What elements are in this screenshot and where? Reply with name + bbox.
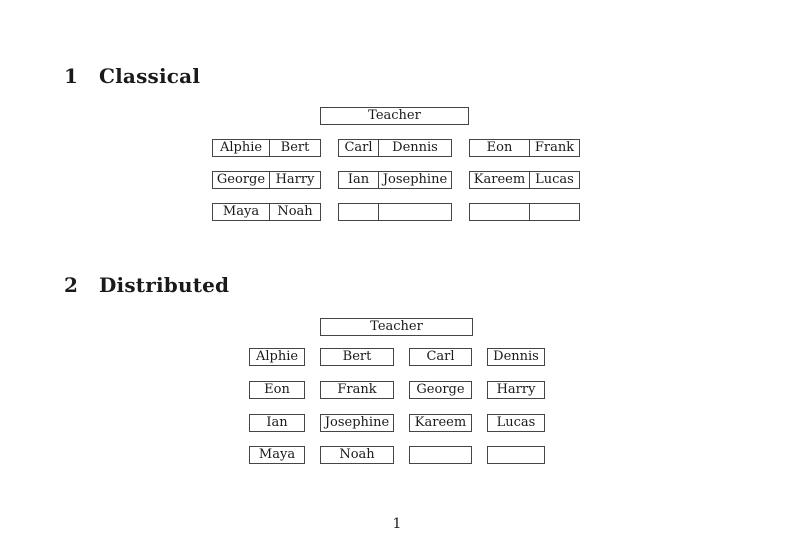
desk: Eon: [249, 381, 305, 399]
section-title: Distributed: [99, 273, 230, 297]
desk-seat: Josephine: [382, 172, 448, 187]
desk-seat: [470, 204, 530, 220]
desk-seat: Ian: [339, 172, 379, 188]
desk: Harry: [487, 381, 545, 399]
desk-seat: Maya: [213, 204, 270, 220]
desk: [487, 446, 545, 464]
desk-seat: Noah: [277, 204, 313, 219]
page-number: 1: [392, 516, 402, 532]
desk: Kareem Lucas: [469, 171, 580, 189]
section-title: Classical: [99, 64, 201, 88]
desk-seat: Alphie: [213, 140, 270, 156]
desk-seat: Carl: [339, 140, 379, 156]
desk: Maya Noah: [212, 203, 321, 221]
desk: Carl Dennis: [338, 139, 452, 157]
desk-seat: Kareem: [470, 172, 530, 188]
section-heading-distributed: 2 Distributed: [64, 273, 229, 297]
desk: Dennis: [487, 348, 545, 366]
teacher-box: Teacher: [320, 318, 473, 336]
desk: Noah: [320, 446, 394, 464]
desk: Josephine: [320, 414, 394, 432]
section-heading-classical: 1 Classical: [64, 64, 200, 88]
desk-seat: [339, 204, 379, 220]
section-number: 2: [64, 273, 79, 297]
desk: [409, 446, 472, 464]
desk-seat: [379, 204, 451, 220]
desk: Alphie Bert: [212, 139, 321, 157]
desk: George Harry: [212, 171, 321, 189]
desk-seat: Lucas: [535, 172, 574, 187]
desk-seat: Bert: [280, 140, 310, 155]
desk: Kareem: [409, 414, 472, 432]
desk-seat: [530, 204, 579, 220]
desk: [338, 203, 452, 221]
desk: Alphie: [249, 348, 305, 366]
desk: [469, 203, 580, 221]
desk-seat: Dennis: [392, 140, 438, 155]
desk: Maya: [249, 446, 305, 464]
desk: Carl: [409, 348, 472, 366]
desk-seat: Eon: [470, 140, 530, 156]
desk: Eon Frank: [469, 139, 580, 157]
desk: Ian: [249, 414, 305, 432]
desk-seat: Harry: [275, 172, 315, 187]
desk-seat: George: [213, 172, 270, 188]
desk: Lucas: [487, 414, 545, 432]
desk: Frank: [320, 381, 394, 399]
teacher-box: Teacher: [320, 107, 469, 125]
desk: Bert: [320, 348, 394, 366]
desk-seat: Frank: [534, 140, 575, 155]
desk: George: [409, 381, 472, 399]
section-number: 1: [64, 64, 79, 88]
